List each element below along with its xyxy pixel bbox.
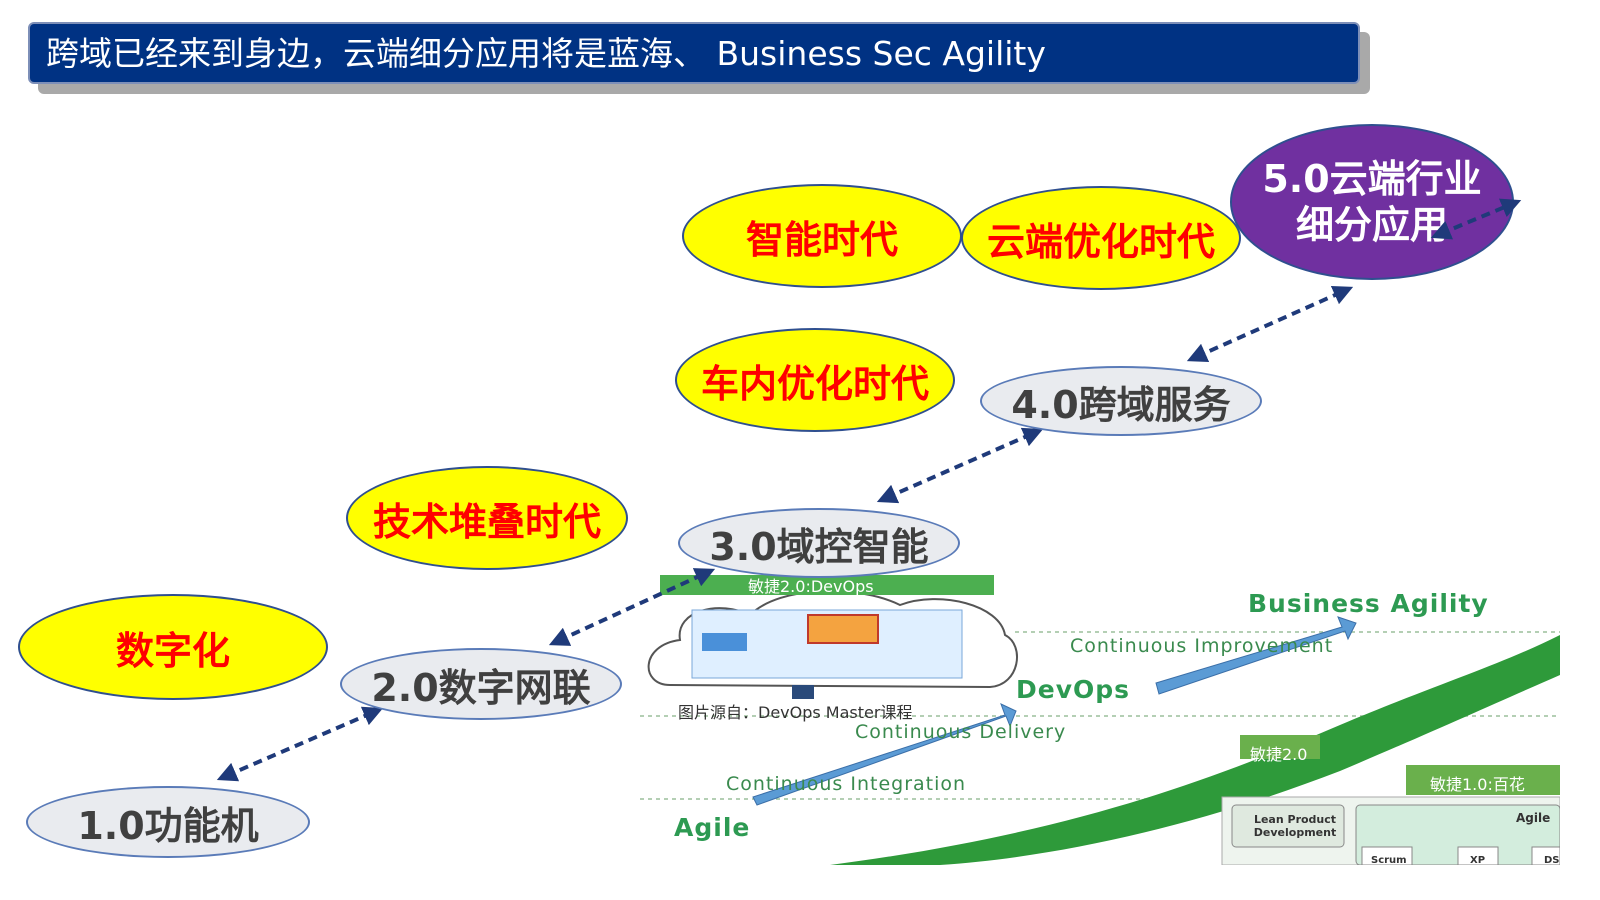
stage-3-label: 3.0域控智能 xyxy=(709,524,929,569)
lean-box xyxy=(1231,804,1345,848)
connector-3-4 xyxy=(876,427,1044,504)
era-in-vehicle-label: 车内优化时代 xyxy=(700,361,929,406)
stage-3: 3.0域控智能 xyxy=(678,508,960,578)
stage-5: 5.0云端行业 细分应用 xyxy=(1230,124,1514,280)
era-tech-stack: 技术堆叠时代 xyxy=(346,466,628,570)
cloud-diagram-icon xyxy=(792,685,814,699)
stage-1: 1.0功能机 xyxy=(26,786,310,858)
ds-label: DS xyxy=(1544,855,1560,865)
connector-2-3 xyxy=(548,568,716,646)
agile2-label: 敏捷2.0 xyxy=(1250,745,1308,764)
graphic-top-label: 敏捷2.0:DevOps xyxy=(748,577,874,596)
xp-box xyxy=(1457,846,1499,865)
stage-4-label: 4.0跨域服务 xyxy=(1011,382,1231,427)
graphic-caption: 图片源自：DevOps Master课程 xyxy=(678,703,913,722)
agile2-tag xyxy=(1240,735,1320,759)
continuous-delivery-label: Continuous Delivery xyxy=(855,721,1067,743)
cloud-diagram-highlight xyxy=(807,614,879,644)
era-in-vehicle-optimization: 车内优化时代 xyxy=(675,328,955,432)
era-digitization: 数字化 xyxy=(18,594,328,700)
devops-agile-graphic: 敏捷2.0:DevOps 图片源自：DevOps Master课程 Busine… xyxy=(640,575,1560,865)
graphic-top-label-bg xyxy=(660,575,994,595)
stage-5-line2: 细分应用 xyxy=(1295,203,1448,247)
continuous-integration-label: Continuous Integration xyxy=(726,773,967,795)
up-arrow-1 xyxy=(752,703,1017,806)
stage-2: 2.0数字网联 xyxy=(340,648,622,720)
agile1-label: 敏捷1.0:百花 xyxy=(1430,775,1525,794)
title-bar: 跨域已经来到身边，云端细分应用将是蓝海、 Business Sec Agilit… xyxy=(28,22,1360,84)
scrum-box xyxy=(1361,846,1413,865)
agile-label: Agile xyxy=(674,813,751,842)
stage-2-label: 2.0数字网联 xyxy=(371,665,591,710)
xp-label: XP xyxy=(1470,855,1486,865)
era-intelligent: 智能时代 xyxy=(682,184,962,288)
scrum-label: Scrum xyxy=(1371,855,1407,865)
devops-label: DevOps xyxy=(1016,675,1131,704)
up-arrow-2 xyxy=(1155,616,1357,695)
era-intelligent-label: 智能时代 xyxy=(745,217,898,262)
stage-1-label: 1.0功能机 xyxy=(77,803,259,848)
graphic-background xyxy=(640,575,1560,865)
ds-box xyxy=(1531,846,1560,865)
connector-4-5 xyxy=(1186,285,1354,363)
stage-5-line1: 5.0云端行业 xyxy=(1262,157,1482,201)
era-digitization-label: 数字化 xyxy=(115,628,230,673)
stage-4: 4.0跨域服务 xyxy=(980,366,1262,436)
era-cloud-optimization: 云端优化时代 xyxy=(961,186,1241,290)
era-cloud-optimization-label: 云端优化时代 xyxy=(986,219,1215,264)
agile-box-label: Agile xyxy=(1516,811,1551,825)
business-agility-label: Business Agility xyxy=(1248,589,1489,618)
connector-1-2 xyxy=(216,706,384,782)
growth-curve xyxy=(830,635,1560,865)
continuous-improvement-label: Continuous Improvement xyxy=(1070,635,1334,657)
page-title: 跨域已经来到身边，云端细分应用将是蓝海、 Business Sec Agilit… xyxy=(46,34,1046,73)
era-tech-stack-label: 技术堆叠时代 xyxy=(372,499,601,544)
agile1-tag xyxy=(1406,765,1560,795)
lean-label: Lean Product Development xyxy=(1253,813,1337,839)
